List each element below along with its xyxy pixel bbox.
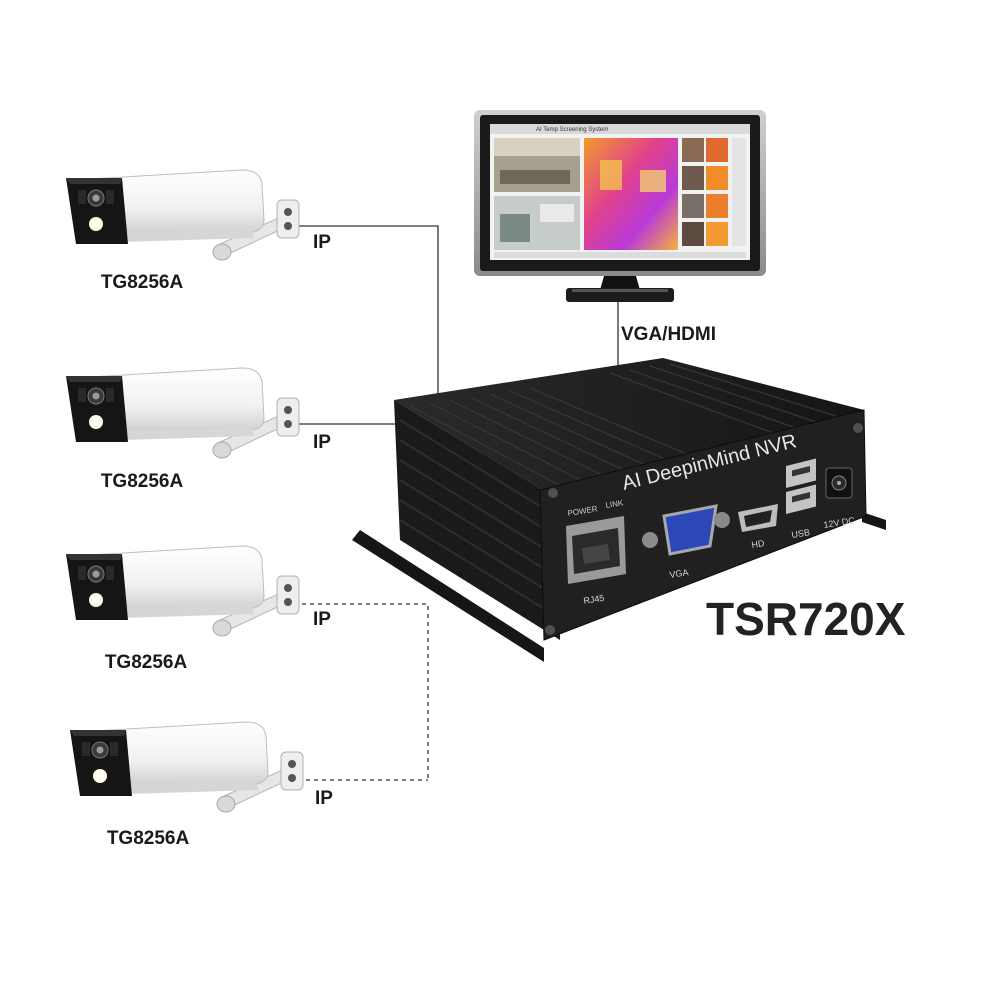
monitor-screen-title: AI Temp Screening System (536, 127, 608, 133)
camera-1: TG8256A (65, 169, 300, 293)
dc-label: 12V DC (823, 515, 856, 530)
nvr-model: TSR720X (706, 593, 906, 645)
camera-4-model: TG8256A (107, 828, 190, 849)
rj45-port (566, 516, 626, 584)
vga-label: VGA (669, 567, 689, 580)
camera-4: TG8256A (69, 721, 304, 849)
monitor: AI Temp Screening System (474, 110, 766, 302)
monitor-link-label: VGA/HDMI (621, 324, 716, 345)
nvr-device: AI DeepinMind NVR POWER LINK RJ45 VGA HD… (352, 358, 886, 662)
dc-jack (825, 467, 853, 499)
hdmi-port (738, 504, 778, 532)
camera-1-link-label: IP (313, 232, 331, 253)
face-thumbnails (682, 138, 746, 246)
camera-3-link-label: IP (313, 609, 331, 630)
camera-1-link (250, 225, 439, 394)
usb-label: USB (791, 527, 811, 540)
camera-1-model: TG8256A (101, 272, 184, 293)
usb-ports (786, 458, 816, 515)
camera-2: TG8256A (65, 367, 300, 492)
camera-2-link-label: IP (313, 432, 331, 453)
heatsink-ribs (409, 363, 837, 495)
hd-label: HD (751, 538, 766, 550)
vga-port (642, 504, 730, 556)
camera-4-link-label: IP (315, 788, 333, 809)
rj45-label: RJ45 (583, 593, 605, 606)
camera-3-model: TG8256A (105, 652, 188, 673)
camera-3-link (254, 603, 429, 780)
camera-3: TG8256A (65, 545, 300, 673)
camera-2-model: TG8256A (101, 471, 184, 492)
link-label: LINK (605, 498, 625, 510)
